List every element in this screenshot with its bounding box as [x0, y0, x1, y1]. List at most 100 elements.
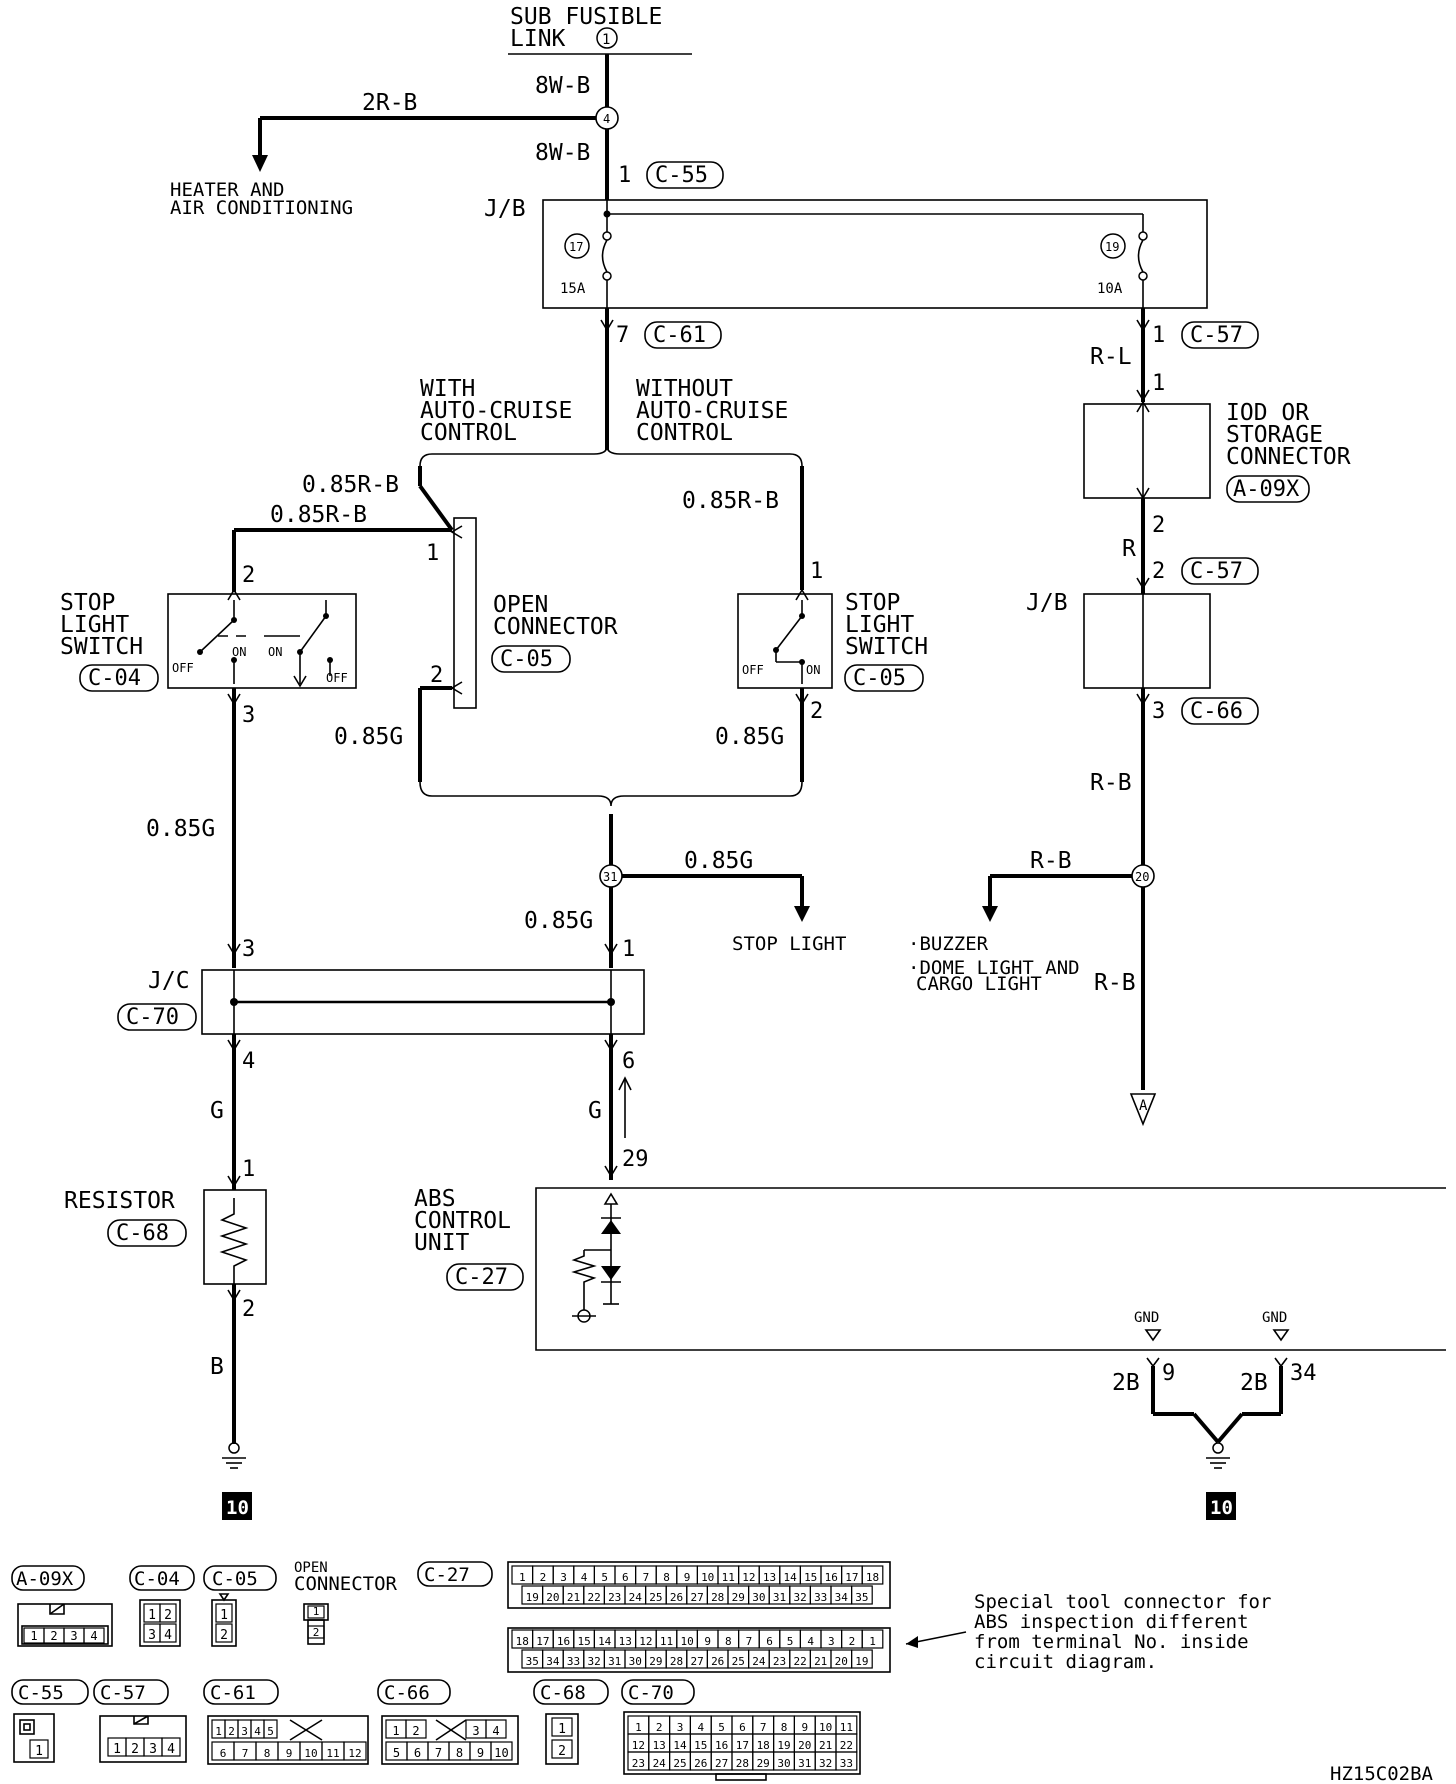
wire-rb-1: R-B — [1090, 770, 1132, 796]
pin-34: 34 — [1290, 1361, 1317, 1386]
pin-number: 11 — [660, 1635, 673, 1648]
pin-number: 23 — [608, 1591, 621, 1604]
pin-number: 7 — [746, 1635, 753, 1648]
pin-number: 6 — [739, 1721, 746, 1734]
pin-iod-1: 1 — [1152, 371, 1165, 396]
jb-label-1: J/B — [484, 196, 526, 222]
note-line-2: ABS inspection different — [974, 1611, 1249, 1633]
pin-cell — [307, 1625, 325, 1639]
legend-c04: C-04 — [134, 1568, 180, 1590]
switch-off-2: OFF — [326, 671, 348, 685]
pin-number: 2 — [656, 1721, 663, 1734]
pin-cell — [263, 1719, 278, 1739]
wire-g-1: G — [210, 1098, 224, 1124]
pin-number: 3 — [560, 1571, 567, 1584]
wire-2b-2: 2B — [1240, 1370, 1268, 1396]
arrow-a-label: A — [1139, 1098, 1148, 1114]
pin-number: 2 — [849, 1635, 856, 1648]
pin-number: 10 — [304, 1747, 317, 1760]
pin-number: 15 — [694, 1739, 707, 1752]
pin-c57-1: 1 — [1152, 323, 1165, 348]
gnd-label-1: GND — [1134, 1310, 1159, 1326]
pin-number: 27 — [690, 1591, 703, 1604]
legend-open-2: CONNECTOR — [294, 1573, 398, 1595]
pin-number: 4 — [581, 1571, 588, 1584]
pin-number: 35 — [526, 1655, 539, 1668]
fusible-link-number: 1 — [602, 32, 610, 48]
pin-number: 16 — [557, 1635, 570, 1648]
pin-number: 23 — [632, 1757, 645, 1770]
fuse-17: 17 — [569, 240, 583, 254]
iod-label-2: STORAGE — [1226, 422, 1323, 448]
pin-number: 32 — [819, 1757, 832, 1770]
pin-number: 9 — [684, 1571, 691, 1584]
pin-number: 1 — [558, 1722, 566, 1737]
wire-2b-1: 2B — [1112, 1370, 1140, 1396]
view-open-connector: 12 — [303, 1603, 329, 1645]
abs-label-3: UNIT — [414, 1230, 470, 1256]
pin-number: 13 — [619, 1635, 632, 1648]
ground-10-right: 10 — [1210, 1497, 1233, 1519]
pin-cell — [161, 1737, 181, 1757]
pin-number: 6 — [622, 1571, 629, 1584]
pin-number: 34 — [835, 1591, 849, 1604]
pin-number: 1 — [392, 1724, 399, 1738]
pin-cell — [215, 1623, 233, 1643]
connector-c55: C-55 — [655, 163, 708, 188]
pin-jc-4: 4 — [242, 1049, 255, 1074]
pin-cell — [551, 1739, 573, 1759]
pin-cell — [29, 1739, 49, 1759]
pin-number: 31 — [773, 1591, 786, 1604]
connector-c61: C-61 — [653, 323, 706, 348]
connector-c66: C-66 — [1190, 699, 1243, 724]
legend-c27: C-27 — [424, 1564, 470, 1586]
pin-number: 2 — [220, 1628, 228, 1643]
pin-number: 29 — [649, 1655, 662, 1668]
pin-number: 34 — [546, 1655, 560, 1668]
pin-number: 13 — [763, 1571, 776, 1584]
pin-9: 9 — [1162, 1361, 1175, 1386]
pin-number: 19 — [855, 1655, 868, 1668]
pin-cell — [343, 1741, 367, 1761]
pin-sw2-2: 2 — [810, 699, 823, 724]
note-line-1: Special tool connector for — [974, 1591, 1271, 1613]
pin-number: 32 — [793, 1591, 806, 1604]
pin-number: 8 — [663, 1571, 670, 1584]
pin-c66-3: 3 — [1152, 699, 1165, 724]
open-label-1: OPEN — [493, 592, 548, 618]
pin-number: 25 — [732, 1655, 745, 1668]
pin-number: 4 — [254, 1725, 261, 1738]
stop-sw-label-1: STOP — [60, 590, 115, 616]
connector-a09x: A-09X — [1233, 477, 1300, 502]
jb-label-2: J/B — [1026, 590, 1068, 616]
pin-number: 21 — [567, 1591, 580, 1604]
pin-number: 2 — [313, 1626, 320, 1639]
pin-number: 28 — [711, 1591, 724, 1604]
pin-number: 5 — [718, 1721, 725, 1734]
pin-number: 1 — [519, 1571, 526, 1584]
switch-off-1: OFF — [172, 661, 194, 675]
pin-sw-3: 3 — [242, 703, 255, 728]
iod-label-3: CONNECTOR — [1226, 444, 1351, 470]
pin-number: 1 — [635, 1721, 642, 1734]
pin-number: 26 — [711, 1655, 724, 1668]
legend-c70: C-70 — [628, 1682, 674, 1704]
pin-number: 35 — [855, 1591, 868, 1604]
pin-number: 22 — [587, 1591, 600, 1604]
pin-open-1: 1 — [426, 541, 439, 566]
resistor-c68 — [203, 1189, 267, 1285]
pin-cell — [405, 1719, 427, 1739]
pin-number: 3 — [70, 1629, 77, 1643]
abs-label-1: ABS — [414, 1186, 456, 1212]
legend-c66: C-66 — [384, 1682, 430, 1704]
connector-c57-1: C-57 — [1190, 323, 1243, 348]
pin-jc-3: 3 — [242, 937, 255, 962]
stop-light-switch-c05 — [737, 593, 833, 689]
stop-sw-label-3: SWITCH — [60, 634, 143, 660]
pin-number: 12 — [742, 1571, 755, 1584]
